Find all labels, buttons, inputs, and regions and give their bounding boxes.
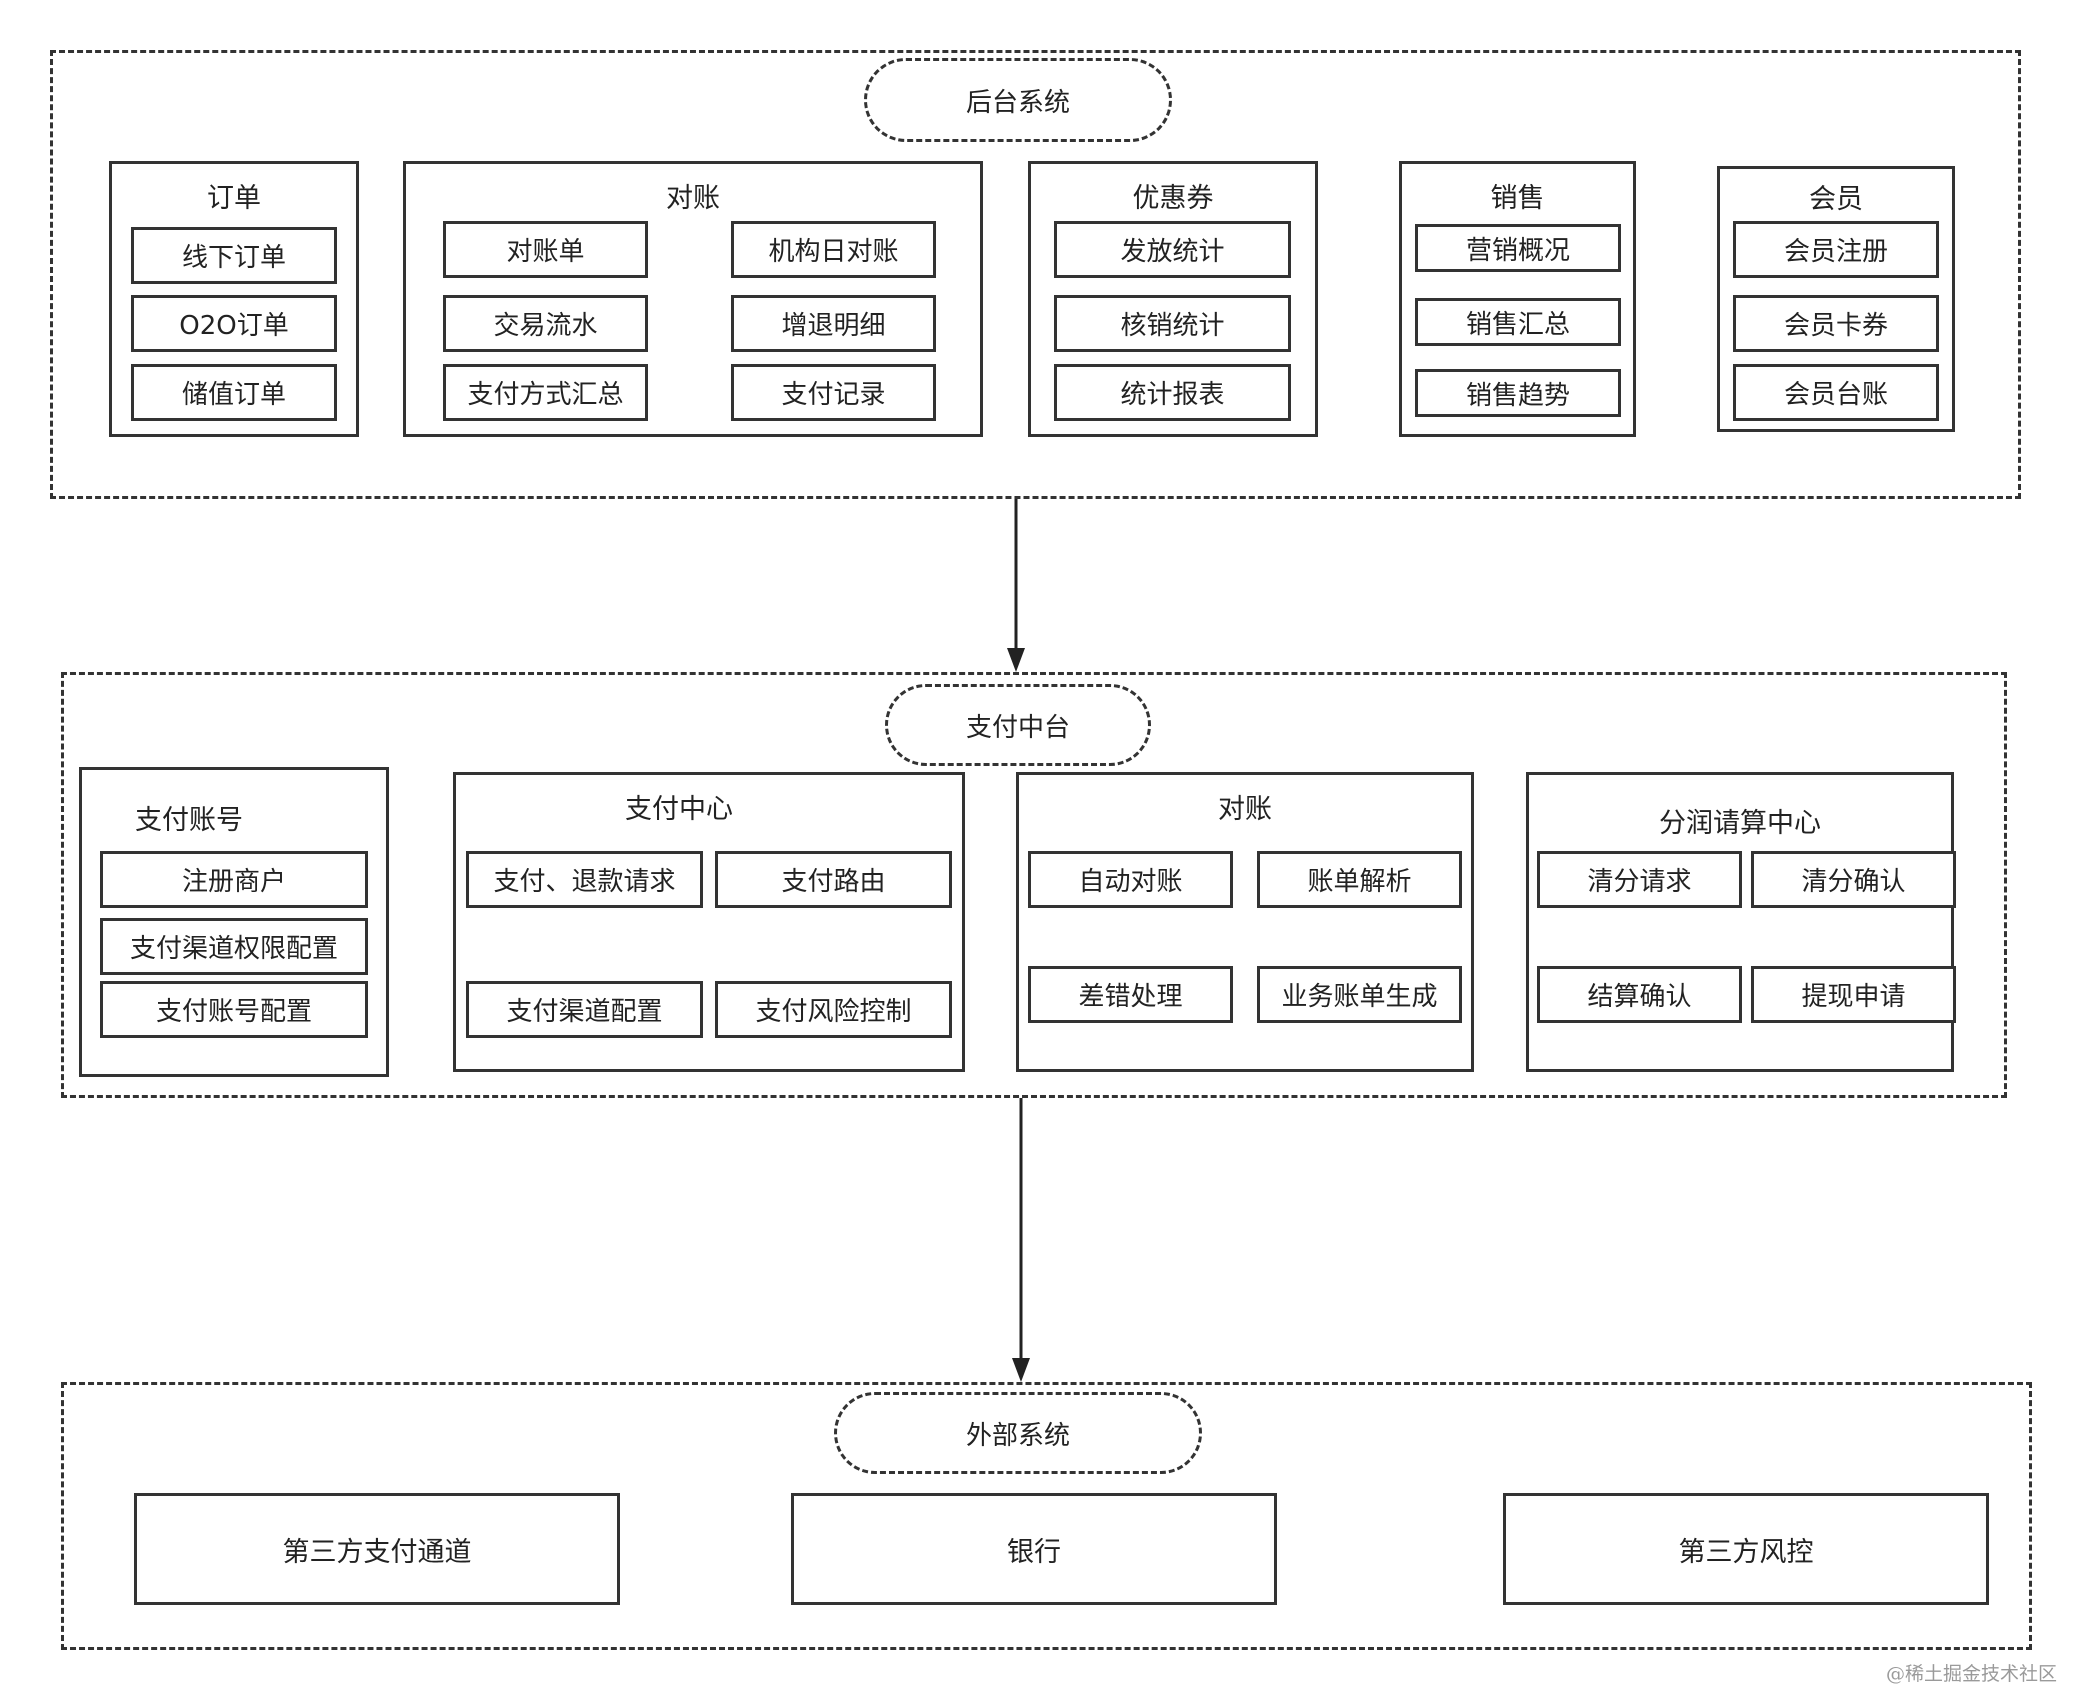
pay-channel-permission-item: 支付渠道权限配置: [100, 918, 368, 975]
issue-stats-item: 发放统计: [1054, 221, 1291, 278]
auto-recon-item: 自动对账: [1028, 851, 1233, 908]
pay-account-group-title: 支付账号: [135, 805, 243, 836]
pay-refund-request-item: 支付、退款请求: [466, 851, 703, 908]
payment-record-item: 支付记录: [731, 364, 936, 421]
bank-box: 银行: [791, 1493, 1277, 1605]
backend-recon-group-title: 对账: [666, 183, 720, 214]
settlement-confirm-item: 结算确认: [1537, 966, 1742, 1023]
marketing-overview-item: 营销概况: [1415, 224, 1621, 272]
middle-recon-group-title: 对账: [1218, 794, 1272, 825]
pay-center-group-title: 支付中心: [625, 794, 733, 825]
member-card-coupon-item: 会员卡券: [1733, 295, 1939, 352]
business-bill-gen-item: 业务账单生成: [1257, 966, 1462, 1023]
sales-group-title: 销售: [1490, 183, 1545, 214]
payment-platform-layer-title: 支付中台: [885, 684, 1151, 766]
third-party-risk-control-box: 第三方风控: [1503, 1493, 1989, 1605]
watermark: @稀土掘金技术社区: [1885, 1663, 2057, 1685]
o2o-order-item: O2O订单: [131, 295, 337, 352]
coupon-group-title: 优惠券: [1132, 183, 1214, 214]
external-layer-title: 外部系统: [834, 1392, 1202, 1474]
third-party-pay-channel-box: 第三方支付通道: [134, 1493, 620, 1605]
sales-trend-item: 销售趋势: [1415, 369, 1621, 417]
backend-layer-title: 后台系统: [864, 58, 1172, 142]
member-ledger-item: 会员台账: [1733, 364, 1939, 421]
statement-item: 对账单: [443, 221, 648, 278]
member-group-title: 会员: [1809, 184, 1863, 215]
pay-channel-config-item: 支付渠道配置: [466, 981, 703, 1038]
external-layer: [61, 1382, 2032, 1650]
offline-order-item: 线下订单: [131, 227, 337, 284]
pay-account-config-item: 支付账号配置: [100, 981, 368, 1038]
backend-layer: [50, 50, 2021, 499]
payment-platform-layer: [61, 672, 2007, 1098]
clearing-request-item: 清分请求: [1537, 851, 1742, 908]
sales-summary-item: 销售汇总: [1415, 298, 1621, 346]
bill-parse-item: 账单解析: [1257, 851, 1462, 908]
pay-risk-control-item: 支付风险控制: [715, 981, 952, 1038]
withdraw-request-item: 提现申请: [1751, 966, 1956, 1023]
stats-report-item: 统计报表: [1054, 364, 1291, 421]
increase-refund-detail-item: 增退明细: [731, 295, 936, 352]
payment-method-summary-item: 支付方式汇总: [443, 364, 648, 421]
settlement-center-group-title: 分润请算中心: [1659, 808, 1821, 839]
stored-value-order-item: 储值订单: [131, 364, 337, 421]
arrow-platform-to-external: [1012, 1098, 1030, 1382]
clearing-confirm-item: 清分确认: [1751, 851, 1956, 908]
error-handling-item: 差错处理: [1028, 966, 1233, 1023]
member-register-item: 会员注册: [1733, 221, 1939, 278]
order-group-title: 订单: [207, 183, 261, 214]
arrow-backend-to-platform: [1007, 499, 1025, 672]
redeem-stats-item: 核销统计: [1054, 295, 1291, 352]
register-merchant-item: 注册商户: [100, 851, 368, 908]
transaction-flow-item: 交易流水: [443, 295, 648, 352]
institution-daily-recon-item: 机构日对账: [731, 221, 936, 278]
pay-routing-item: 支付路由: [715, 851, 952, 908]
